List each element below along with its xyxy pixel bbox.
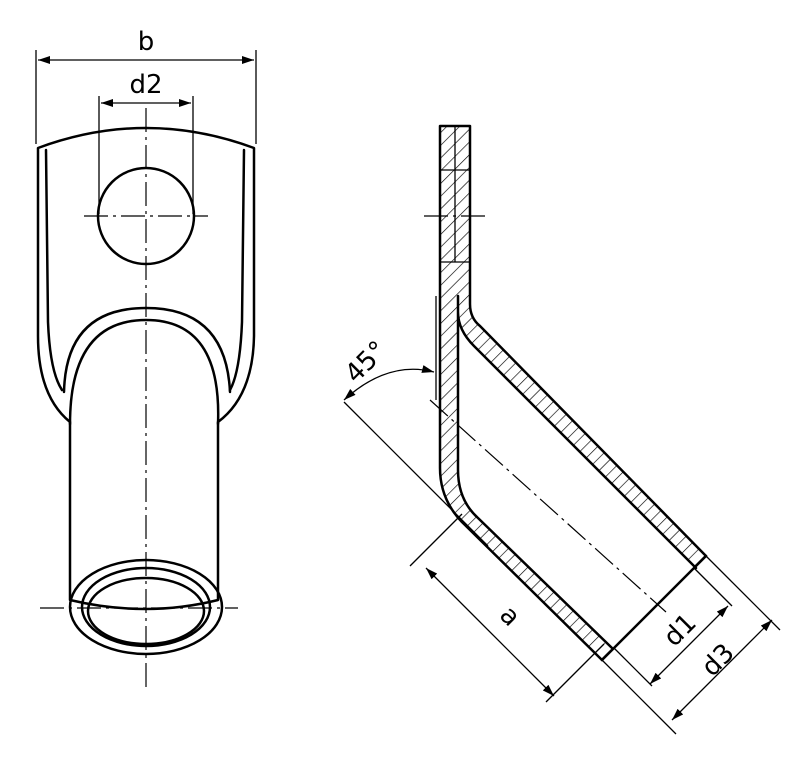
- label-45-degrees: 45°: [339, 335, 393, 389]
- side-centerline-barrel: [429, 399, 667, 613]
- dimension-b: b: [35, 27, 257, 144]
- barrel-top-arc-inner: [68, 318, 220, 426]
- label-b: b: [138, 27, 155, 57]
- side-inner-contour: [456, 294, 698, 650]
- label-a: a: [493, 600, 525, 632]
- label-d3: d3: [696, 638, 741, 683]
- dimension-d3: d3: [601, 555, 781, 735]
- side-section-view: [424, 124, 708, 662]
- front-view: [36, 108, 256, 688]
- inner-wall-section: [440, 296, 612, 660]
- palm-inner-edge: [44, 148, 246, 392]
- side-outer-contour: [438, 124, 708, 662]
- dimension-d2: d2: [98, 70, 194, 214]
- label-d1: d1: [658, 608, 703, 653]
- dimension-a: a: [343, 401, 605, 703]
- dimension-angle: 45°: [339, 296, 437, 401]
- label-d2: d2: [129, 70, 162, 100]
- outer-wall-section: [458, 296, 706, 568]
